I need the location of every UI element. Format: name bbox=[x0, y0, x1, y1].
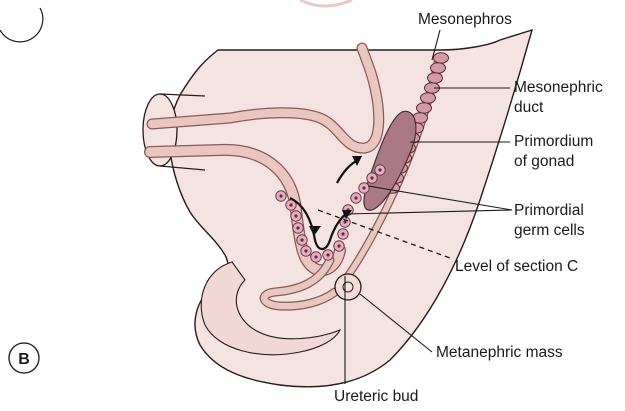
label-germ-cells-1: Primordial bbox=[514, 202, 584, 219]
mesonephric-tubule bbox=[430, 62, 446, 74]
label-level-section: Level of section C bbox=[455, 258, 578, 275]
prev-panel-label-circle bbox=[0, 7, 44, 43]
label-primordium-1: Primordium bbox=[514, 133, 593, 150]
germ-cell-nucleus bbox=[314, 255, 318, 259]
panel-label-circle bbox=[8, 342, 40, 374]
label-mesonephric-duct-2: duct bbox=[514, 99, 544, 116]
germ-cell-nucleus bbox=[289, 203, 293, 207]
section-c-line bbox=[317, 209, 451, 259]
germ-cell-nucleus bbox=[341, 232, 345, 236]
label-mesonephric-duct-1: Mesonephric bbox=[514, 79, 603, 96]
mesonephric-tubule bbox=[427, 72, 443, 84]
prev-panel-curve bbox=[299, 0, 353, 8]
label-ureteric-bud: Ureteric bud bbox=[334, 388, 418, 405]
germ-cell-nucleus bbox=[294, 214, 298, 218]
upper-gut-tube-inner bbox=[147, 43, 383, 153]
leader-mesonephros bbox=[431, 29, 441, 61]
arrowhead-upper bbox=[352, 156, 362, 166]
germ-cell-nucleus bbox=[337, 244, 341, 248]
germ-cell-nucleus bbox=[362, 186, 366, 190]
germ-cell-nucleus bbox=[370, 176, 374, 180]
gonad-primordium bbox=[363, 110, 417, 211]
arrowhead-left bbox=[309, 226, 321, 236]
gut-cylinder bbox=[159, 93, 206, 171]
leader-germ-cells-b bbox=[344, 209, 513, 215]
label-germ-cells-2: germ cells bbox=[514, 222, 585, 239]
label-primordium-2: of gonad bbox=[514, 153, 574, 170]
panel-label: B bbox=[18, 351, 30, 368]
germ-cell-nucleus bbox=[326, 253, 330, 257]
label-mesonephros: Mesonephros bbox=[418, 11, 512, 28]
tail-curl bbox=[200, 261, 342, 356]
mesonephric-tubule bbox=[416, 102, 432, 114]
migration-arrow-curved bbox=[289, 197, 349, 251]
germ-cell-nucleus bbox=[296, 226, 300, 230]
mesonephric-tubule bbox=[433, 52, 449, 64]
mesonephric-tubule bbox=[420, 92, 436, 104]
tail-gut-tube-inner bbox=[261, 256, 339, 310]
germ-cell-nucleus bbox=[300, 238, 304, 242]
germ-cell-nucleus bbox=[343, 220, 347, 224]
germ-cell-nucleus bbox=[354, 196, 358, 200]
label-metanephric-mass: Metanephric mass bbox=[436, 344, 563, 361]
leader-germ-cells-a bbox=[367, 185, 513, 211]
germ-cell-nucleus bbox=[279, 194, 283, 198]
leader-metanephric bbox=[359, 293, 433, 353]
germ-cell-nucleus bbox=[304, 249, 308, 253]
germ-cell-nucleus bbox=[378, 168, 382, 172]
